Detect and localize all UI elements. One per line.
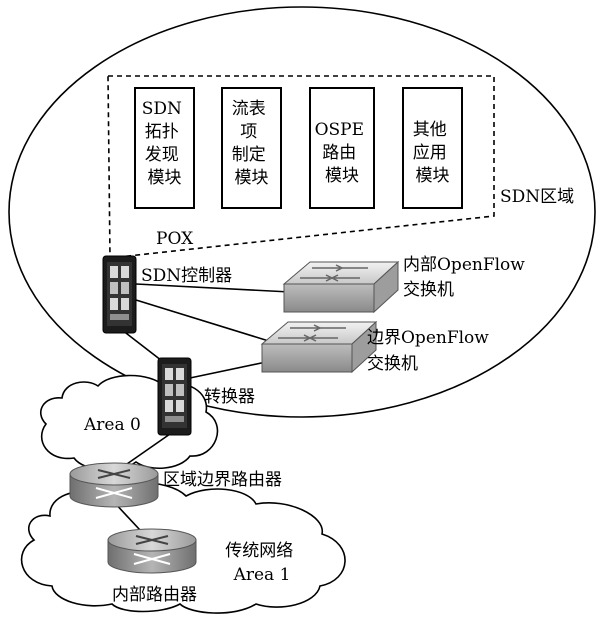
converter-icon bbox=[157, 357, 192, 436]
internal-openflow-switch-icon bbox=[282, 260, 400, 314]
border-openflow-switch-icon bbox=[260, 320, 378, 374]
sdn-controller-label: SDN控制器 bbox=[141, 266, 232, 286]
internal-router-label: 内部路由器 bbox=[112, 585, 197, 605]
border-openflow-switch-label: 边界OpenFlow 交换机 bbox=[367, 328, 494, 374]
sdn-controller-icon bbox=[102, 255, 137, 334]
area-border-router-icon bbox=[69, 462, 159, 508]
module-box-ospe-routing bbox=[309, 87, 375, 209]
pox-boundary bbox=[107, 75, 495, 259]
link-controller-internal-switch bbox=[135, 283, 291, 293]
module-label-ospe-routing: OSPE 路由 模块 bbox=[315, 120, 370, 186]
link-converter-area-router bbox=[123, 433, 171, 467]
sdn-domain-boundary bbox=[8, 6, 596, 418]
module-label-sdn-topology: SDN 拓扑 发现 模块 bbox=[142, 99, 188, 188]
link-controller-border-switch bbox=[135, 299, 273, 343]
area-border-router-label: 区域边界路由器 bbox=[163, 470, 282, 490]
sdn-domain-label: SDN区域 bbox=[500, 187, 574, 207]
internal-openflow-switch-label: 内部OpenFlow 交换机 bbox=[403, 255, 530, 300]
converter-label: 转换器 bbox=[204, 387, 255, 407]
legacy-network-label: 传统网络 Area 1 bbox=[225, 541, 298, 585]
module-label-other-apps: 其他 应用 模块 bbox=[413, 120, 452, 186]
link-converter-border-switch bbox=[189, 361, 267, 379]
pox-label: POX bbox=[156, 229, 194, 249]
internal-router-icon bbox=[107, 528, 197, 574]
module-box-other-apps bbox=[402, 87, 463, 209]
area0-label: Area 0 bbox=[83, 415, 141, 435]
module-box-flow-table bbox=[221, 87, 282, 209]
module-box-sdn-topology bbox=[134, 87, 195, 209]
module-label-flow-table: 流表 项 制定 模块 bbox=[232, 99, 271, 188]
